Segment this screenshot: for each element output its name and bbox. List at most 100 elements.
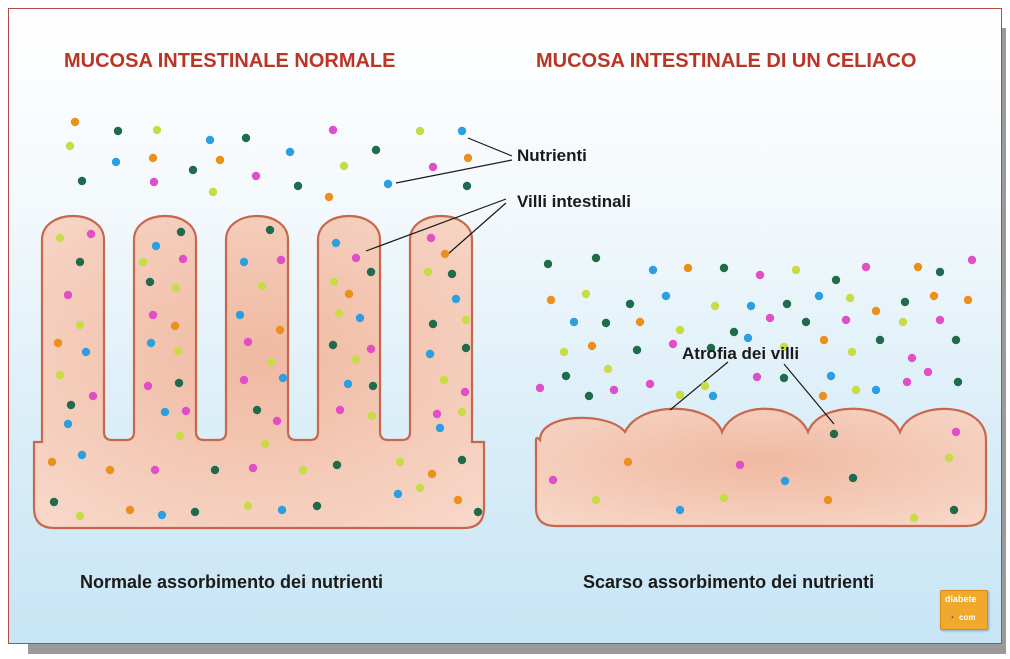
nutrient-dot	[64, 291, 72, 299]
nutrient-dot	[646, 380, 654, 388]
nutrient-dot	[544, 260, 552, 268]
title-normal-mucosa: MUCOSA INTESTINALE NORMALE	[64, 50, 395, 73]
nutrient-dot	[112, 158, 120, 166]
nutrient-dot	[209, 188, 217, 196]
label-villi: Villi intestinali	[517, 192, 631, 212]
nutrient-dot	[369, 382, 377, 390]
nutrient-dot	[151, 466, 159, 474]
nutrient-dot	[802, 318, 810, 326]
nutrient-dot	[189, 166, 197, 174]
nutrient-dot	[206, 136, 214, 144]
nutrient-dot	[325, 193, 333, 201]
nutrient-dot	[76, 321, 84, 329]
label-nutrients: Nutrienti	[517, 146, 587, 166]
nutrient-dot	[252, 172, 260, 180]
nutrient-dot	[624, 458, 632, 466]
nutrient-dot	[433, 410, 441, 418]
nutrient-dot	[384, 180, 392, 188]
nutrient-dot	[730, 328, 738, 336]
nutrient-dot	[815, 292, 823, 300]
pointer-atrophy-1	[670, 362, 728, 410]
nutrient-dot	[149, 311, 157, 319]
nutrient-dot	[278, 506, 286, 514]
nutrient-dot	[952, 336, 960, 344]
nutrient-dot	[294, 182, 302, 190]
title-celiac-mucosa: MUCOSA INTESTINALE DI UN CELIACO	[536, 50, 916, 73]
nutrient-dot	[454, 496, 462, 504]
nutrient-dot	[968, 256, 976, 264]
nutrient-dot	[547, 296, 555, 304]
nutrient-dot	[76, 512, 84, 520]
nutrient-dot	[352, 254, 360, 262]
nutrient-dot	[345, 290, 353, 298]
nutrient-dot	[171, 322, 179, 330]
nutrient-dot	[429, 163, 437, 171]
nutrient-dot	[536, 384, 544, 392]
nutrient-dot	[66, 142, 74, 150]
nutrient-dot	[832, 276, 840, 284]
nutrient-dot	[428, 470, 436, 478]
nutrient-dot	[448, 270, 456, 278]
nutrient-dot	[910, 514, 918, 522]
nutrient-dot	[936, 316, 944, 324]
nutrient-dot	[67, 401, 75, 409]
nutrient-dot	[549, 476, 557, 484]
nutrient-dot	[570, 318, 578, 326]
nutrient-dot	[64, 420, 72, 428]
nutrient-dot	[299, 466, 307, 474]
nutrient-dot	[676, 506, 684, 514]
diabete-logo: diabete . com	[940, 590, 988, 630]
nutrient-dot	[747, 302, 755, 310]
nutrient-dot	[783, 300, 791, 308]
nutrient-dot	[592, 254, 600, 262]
nutrient-dot	[149, 154, 157, 162]
nutrient-dot	[842, 316, 850, 324]
nutrient-dot	[676, 326, 684, 334]
nutrient-dot	[756, 271, 764, 279]
nutrient-dot	[152, 242, 160, 250]
nutrient-dot	[720, 264, 728, 272]
nutrient-dot	[462, 316, 470, 324]
logo-text-com: com	[959, 613, 975, 622]
nutrient-dot	[676, 391, 684, 399]
nutrient-dot	[240, 258, 248, 266]
nutrient-dot	[846, 294, 854, 302]
nutrient-dot	[560, 348, 568, 356]
nutrient-dot	[56, 371, 64, 379]
nutrient-dot	[964, 296, 972, 304]
nutrient-dot	[633, 346, 641, 354]
nutrient-dot	[50, 498, 58, 506]
nutrient-dot	[367, 268, 375, 276]
nutrient-dot	[876, 336, 884, 344]
nutrient-dot	[872, 386, 880, 394]
nutrient-dot	[146, 278, 154, 286]
nutrient-dot	[48, 458, 56, 466]
nutrient-dot	[106, 466, 114, 474]
nutrient-dot	[54, 339, 62, 347]
nutrient-dot	[330, 278, 338, 286]
nutrient-dot	[416, 127, 424, 135]
nutrient-dot	[852, 386, 860, 394]
nutrient-dot	[458, 127, 466, 135]
caption-poor-absorption: Scarso assorbimento dei nutrienti	[583, 572, 874, 593]
caption-normal-absorption: Normale assorbimento dei nutrienti	[80, 572, 383, 593]
nutrient-dot	[588, 342, 596, 350]
nutrient-dot	[684, 264, 692, 272]
pointer-nutrients-2	[396, 160, 512, 183]
nutrient-dot	[394, 490, 402, 498]
nutrient-dot	[781, 477, 789, 485]
nutrient-dot	[945, 454, 953, 462]
nutrient-dot	[114, 127, 122, 135]
normal-mucosa	[34, 216, 484, 528]
nutrient-dot	[827, 372, 835, 380]
nutrient-dot	[464, 154, 472, 162]
celiac-mucosa	[536, 409, 986, 526]
nutrient-dot	[701, 382, 709, 390]
nutrient-dot	[78, 451, 86, 459]
nutrient-dot	[820, 336, 828, 344]
nutrient-dot	[592, 496, 600, 504]
nutrient-dot	[249, 464, 257, 472]
nutrient-dot	[286, 148, 294, 156]
nutrient-dot	[279, 374, 287, 382]
nutrient-dot	[344, 380, 352, 388]
